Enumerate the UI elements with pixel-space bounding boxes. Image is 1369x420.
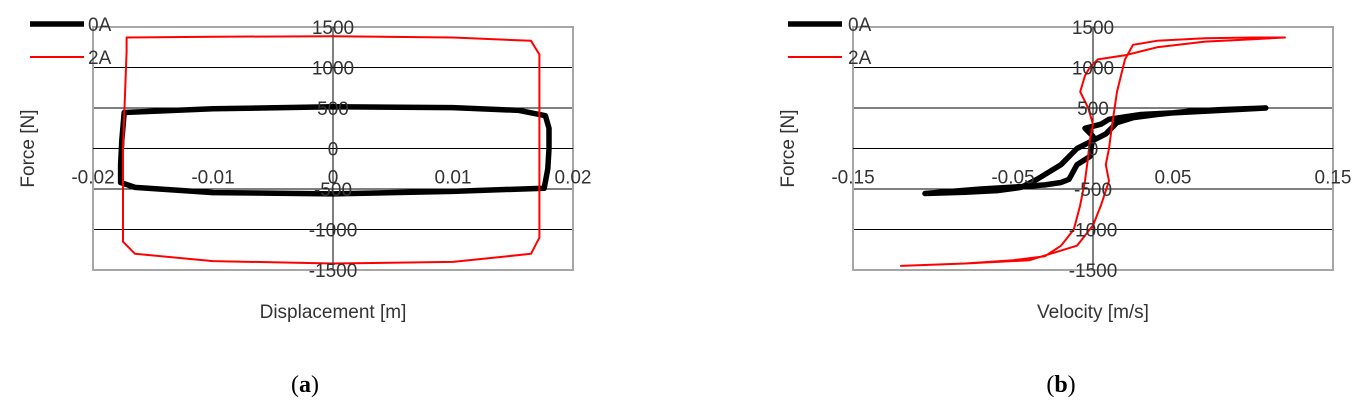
- legend-label: 2A: [88, 48, 112, 69]
- panel-b: -1500 -1000 -500 0 500 1000 1500 -0.15 -0.05 0.05…: [778, 15, 1351, 398]
- y-tick-label: -500: [314, 180, 352, 201]
- y-tick-label: 1000: [312, 59, 354, 80]
- y-tick-label: -1000: [1069, 221, 1118, 242]
- y-tick-label: -1000: [309, 221, 358, 242]
- legend-label: 0A: [848, 15, 872, 36]
- y-tick-label: -500: [1074, 180, 1112, 201]
- y-tick-label: 1500: [312, 18, 354, 39]
- y-tick-label: 1000: [1072, 59, 1114, 80]
- legend-label: 2A: [848, 48, 872, 69]
- x-tick-label: 0.01: [435, 168, 472, 189]
- y-tick-label: 0: [1088, 140, 1099, 161]
- x-tick-label: 0.05: [1155, 168, 1192, 189]
- y-tick-label: -1500: [1069, 261, 1118, 282]
- panel-caption: (b): [1046, 372, 1075, 398]
- y-axis-title: Force [N]: [18, 109, 39, 187]
- x-tick-label: -0.05: [991, 168, 1034, 189]
- x-axis-title: Velocity [m/s]: [1037, 302, 1149, 323]
- x-tick-label: 0.15: [1315, 168, 1352, 189]
- x-tick-label: -0.15: [831, 168, 874, 189]
- y-tick-label: 500: [1077, 99, 1109, 120]
- x-tick-label: -0.01: [191, 168, 234, 189]
- x-axis-title: Displacement [m]: [260, 302, 407, 323]
- y-tick-label: 1500: [1072, 18, 1114, 39]
- y-axis-title: Force [N]: [778, 109, 799, 187]
- y-tick-label: 0: [328, 140, 339, 161]
- x-tick-label: 0.02: [555, 168, 592, 189]
- series-line-1: [900, 36, 1286, 267]
- series-line-0: [117, 104, 552, 197]
- panel-caption: (a): [291, 372, 319, 398]
- x-tick-label: 0: [328, 168, 339, 189]
- legend-label: 0A: [88, 15, 112, 36]
- y-tick-label: 500: [317, 99, 349, 120]
- y-tick-label: -1500: [309, 261, 358, 282]
- series-line-0: [922, 105, 1269, 197]
- x-tick-label: -0.02: [71, 168, 114, 189]
- series-line-1: [122, 35, 541, 265]
